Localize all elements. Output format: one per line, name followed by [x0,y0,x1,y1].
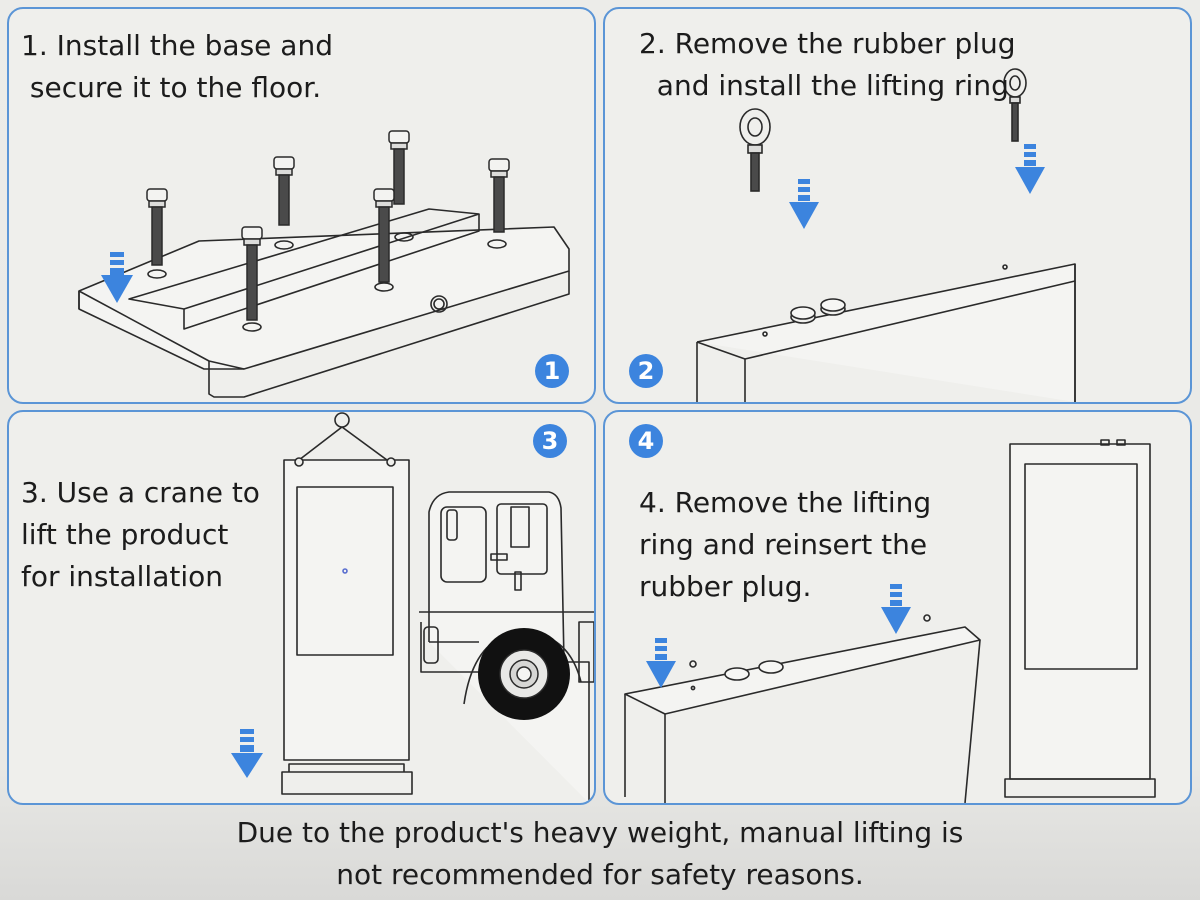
step-2-badge: 2 [629,354,663,388]
step-1-instruction: 1. Install the base and secure it to the… [21,25,333,109]
safety-warning-line-1: Due to the product's heavy weight, manua… [0,812,1200,854]
step-3-panel: 3. Use a crane to lift the product for i… [7,410,596,805]
crane-hook-icon [299,413,387,460]
step-3-instruction: 3. Use a crane to lift the product for i… [21,472,260,598]
safety-warning-line-2: not recommended for safety reasons. [0,854,1200,896]
safety-warning: Due to the product's heavy weight, manua… [0,812,1200,900]
down-arrow-icon [231,729,263,778]
crane-lift-illustration [9,412,594,803]
step-4-instruction: 4. Remove the lifting ring and reinsert … [639,482,931,608]
step-3-badge: 3 [533,424,567,458]
step-2-panel: 2. Remove the rubber plug and install th… [603,7,1192,404]
step-4-panel: 4. Remove the lifting ring and reinsert … [603,410,1192,805]
step-2-instruction: 2. Remove the rubber plug and install th… [639,23,1016,107]
step-4-badge: 4 [629,424,663,458]
down-arrow-icon [789,144,1045,229]
step-1-badge: 1 [535,354,569,388]
step-1-panel: 1. Install the base and secure it to the… [7,7,596,404]
